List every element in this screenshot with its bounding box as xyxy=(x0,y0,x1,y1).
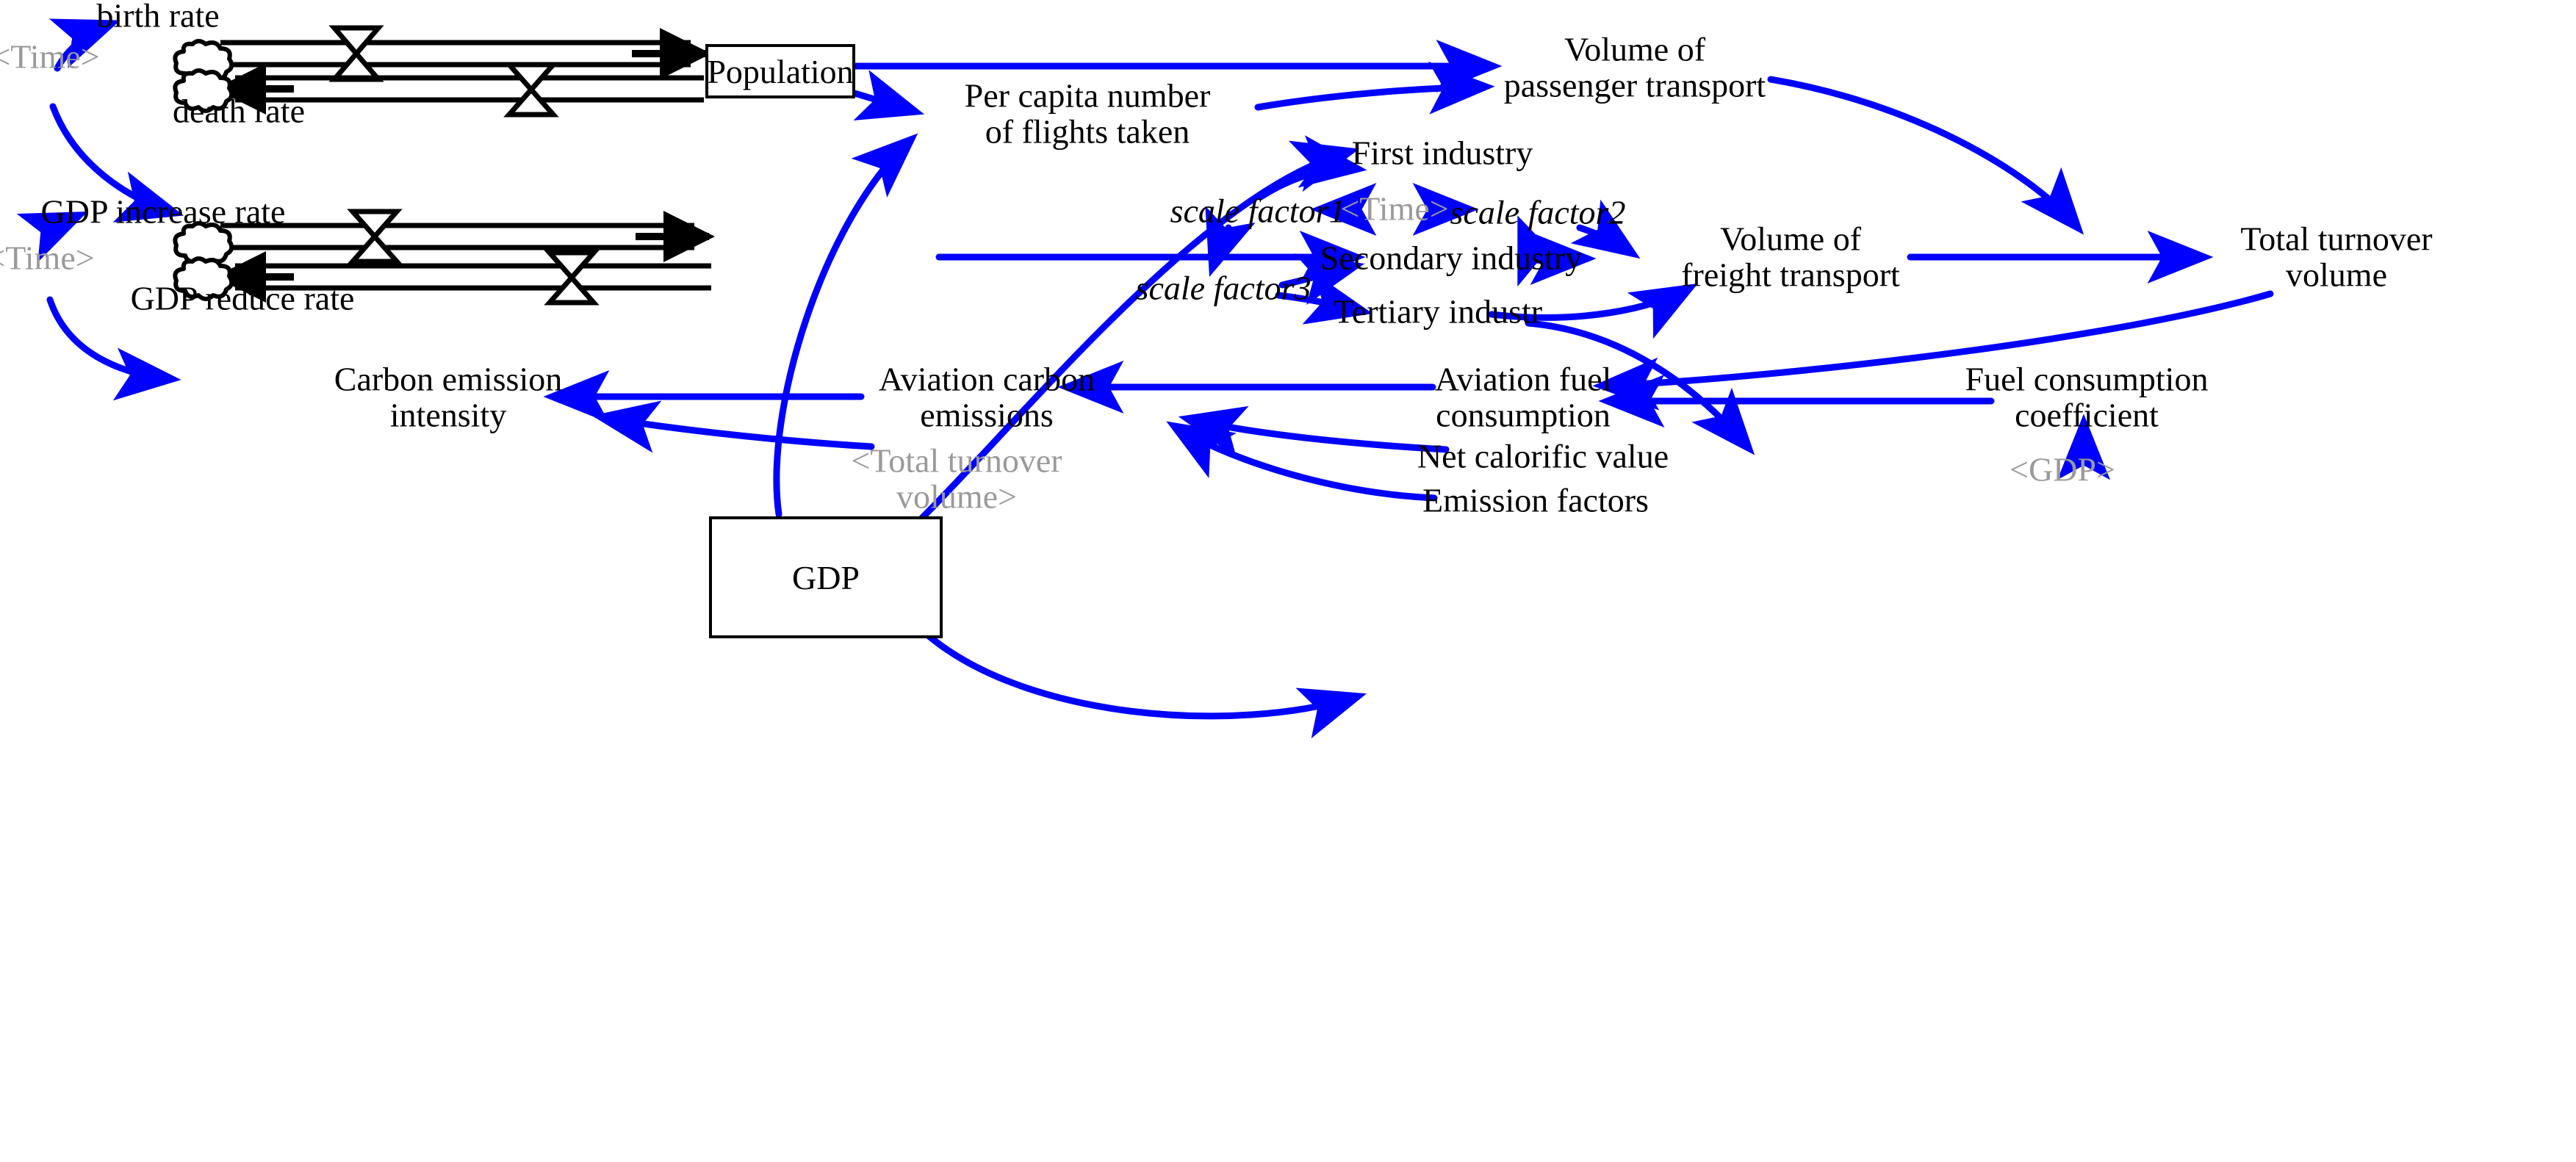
link-gdp-to-tertiary-industry[interactable] xyxy=(918,627,1367,739)
link-total-turnover-to-aviation-fuel[interactable] xyxy=(1592,290,2274,411)
variable-volume-passenger-transport[interactable]: Volume of passenger transport xyxy=(1503,30,1766,104)
shadow-variable-time-population[interactable]: <Time> xyxy=(0,37,100,76)
gdp-reduce-valve-icon xyxy=(544,250,600,306)
link-turnover-shadow-to-intensity[interactable] xyxy=(591,400,875,453)
link-time-to-gdp-increase[interactable] xyxy=(16,211,88,263)
shadow-variable-time-scale-factors[interactable]: <Time> xyxy=(1340,190,1449,228)
gdp-increase-flow-pipe xyxy=(220,211,716,262)
variable-emission-factors[interactable]: Emission factors xyxy=(1422,481,1649,519)
birth-rate-flow-pipe xyxy=(220,28,712,79)
variable-scale-factor3[interactable]: scale factor3 xyxy=(1135,269,1312,307)
link-scale-factor2-to-freight-volume[interactable] xyxy=(1570,199,1641,259)
link-time-to-gdp-reduce[interactable] xyxy=(46,296,181,401)
shadow-variable-time-gdp[interactable]: <Time> xyxy=(0,239,95,277)
link-time-to-birth-rate[interactable] xyxy=(48,18,120,72)
variable-tertiary-industry[interactable]: Tertiary industr xyxy=(1333,292,1543,331)
variable-carbon-emission-intensity[interactable]: Carbon emission intensity xyxy=(334,360,563,433)
variable-first-industry[interactable]: First industry xyxy=(1351,134,1533,172)
link-emission-factors-to-carbon-emissions[interactable] xyxy=(1166,421,1438,502)
link-passenger-volume-to-total-turnover[interactable] xyxy=(1767,76,2084,235)
stock-gdp-label: GDP xyxy=(791,558,860,596)
variable-total-turnover-volume[interactable]: Total turnover volume xyxy=(2240,220,2433,293)
variable-net-calorific-value[interactable]: Net calorific value xyxy=(1417,437,1669,475)
variable-aviation-carbon-emissions[interactable]: Aviation carbon emissions xyxy=(878,360,1095,433)
flow-label-gdp-reduce-rate[interactable]: GDP reduce rate xyxy=(130,279,355,317)
variable-secondary-industry[interactable]: Secondary industry xyxy=(1320,239,1583,277)
shadow-variable-total-turnover-volume[interactable]: <Total turnover volume> xyxy=(851,441,1062,515)
variable-aviation-fuel-consumption[interactable]: Aviation fuel consumption xyxy=(1434,360,1612,433)
variable-per-capita-flights[interactable]: Per capita number of flights taken xyxy=(964,76,1211,150)
link-population-to-per-capita-flights[interactable] xyxy=(849,70,925,121)
gdp-increase-valve-icon xyxy=(347,209,403,264)
link-gdp-to-per-capita-flights[interactable] xyxy=(773,133,918,518)
flow-label-gdp-increase-rate[interactable]: GDP increase rate xyxy=(40,192,286,231)
variable-volume-freight-transport[interactable]: Volume of freight transport xyxy=(1681,220,1900,293)
flow-label-death-rate[interactable]: death rate xyxy=(172,92,306,130)
link-tertiary-industry-to-freight-volume[interactable] xyxy=(1488,283,1698,339)
death-rate-valve-icon xyxy=(503,62,559,118)
link-scale-factor1-to-scale-factor3[interactable] xyxy=(1205,206,1256,277)
shadow-variable-gdp[interactable]: <GDP> xyxy=(2010,450,2115,488)
link-per-capita-flights-to-passenger-volume[interactable] xyxy=(1254,61,1495,115)
gdp-reduce-cloud-icon xyxy=(173,256,234,301)
gdp-reduce-flow-pipe xyxy=(214,251,711,303)
link-scale-factor1-to-first-industry[interactable] xyxy=(1257,135,1367,201)
flow-label-birth-rate[interactable]: birth rate xyxy=(96,0,220,35)
link-time-to-death-rate[interactable] xyxy=(49,103,184,223)
birth-rate-valve-icon xyxy=(328,25,384,82)
link-scale-factor3-to-tertiary-industry[interactable] xyxy=(1275,273,1373,325)
death-rate-cloud-icon xyxy=(173,68,234,113)
stock-gdp[interactable]: GDP xyxy=(709,516,943,638)
link-first-industry-to-freight-volume[interactable] xyxy=(1525,320,1755,455)
variable-scale-factor2[interactable]: scale factor2 xyxy=(1450,193,1626,231)
variable-fuel-consumption-coefficient[interactable]: Fuel consumption coefficient xyxy=(1965,360,2209,433)
variable-scale-factor1[interactable]: scale factor1 xyxy=(1170,192,1346,230)
stock-population[interactable]: Population xyxy=(705,44,855,98)
link-gdp-to-first-industry[interactable] xyxy=(918,140,1360,522)
link-net-calorific-to-carbon-emissions[interactable] xyxy=(1178,405,1450,458)
stock-population-label: Population xyxy=(707,52,854,90)
death-rate-flow-pipe xyxy=(214,63,704,115)
